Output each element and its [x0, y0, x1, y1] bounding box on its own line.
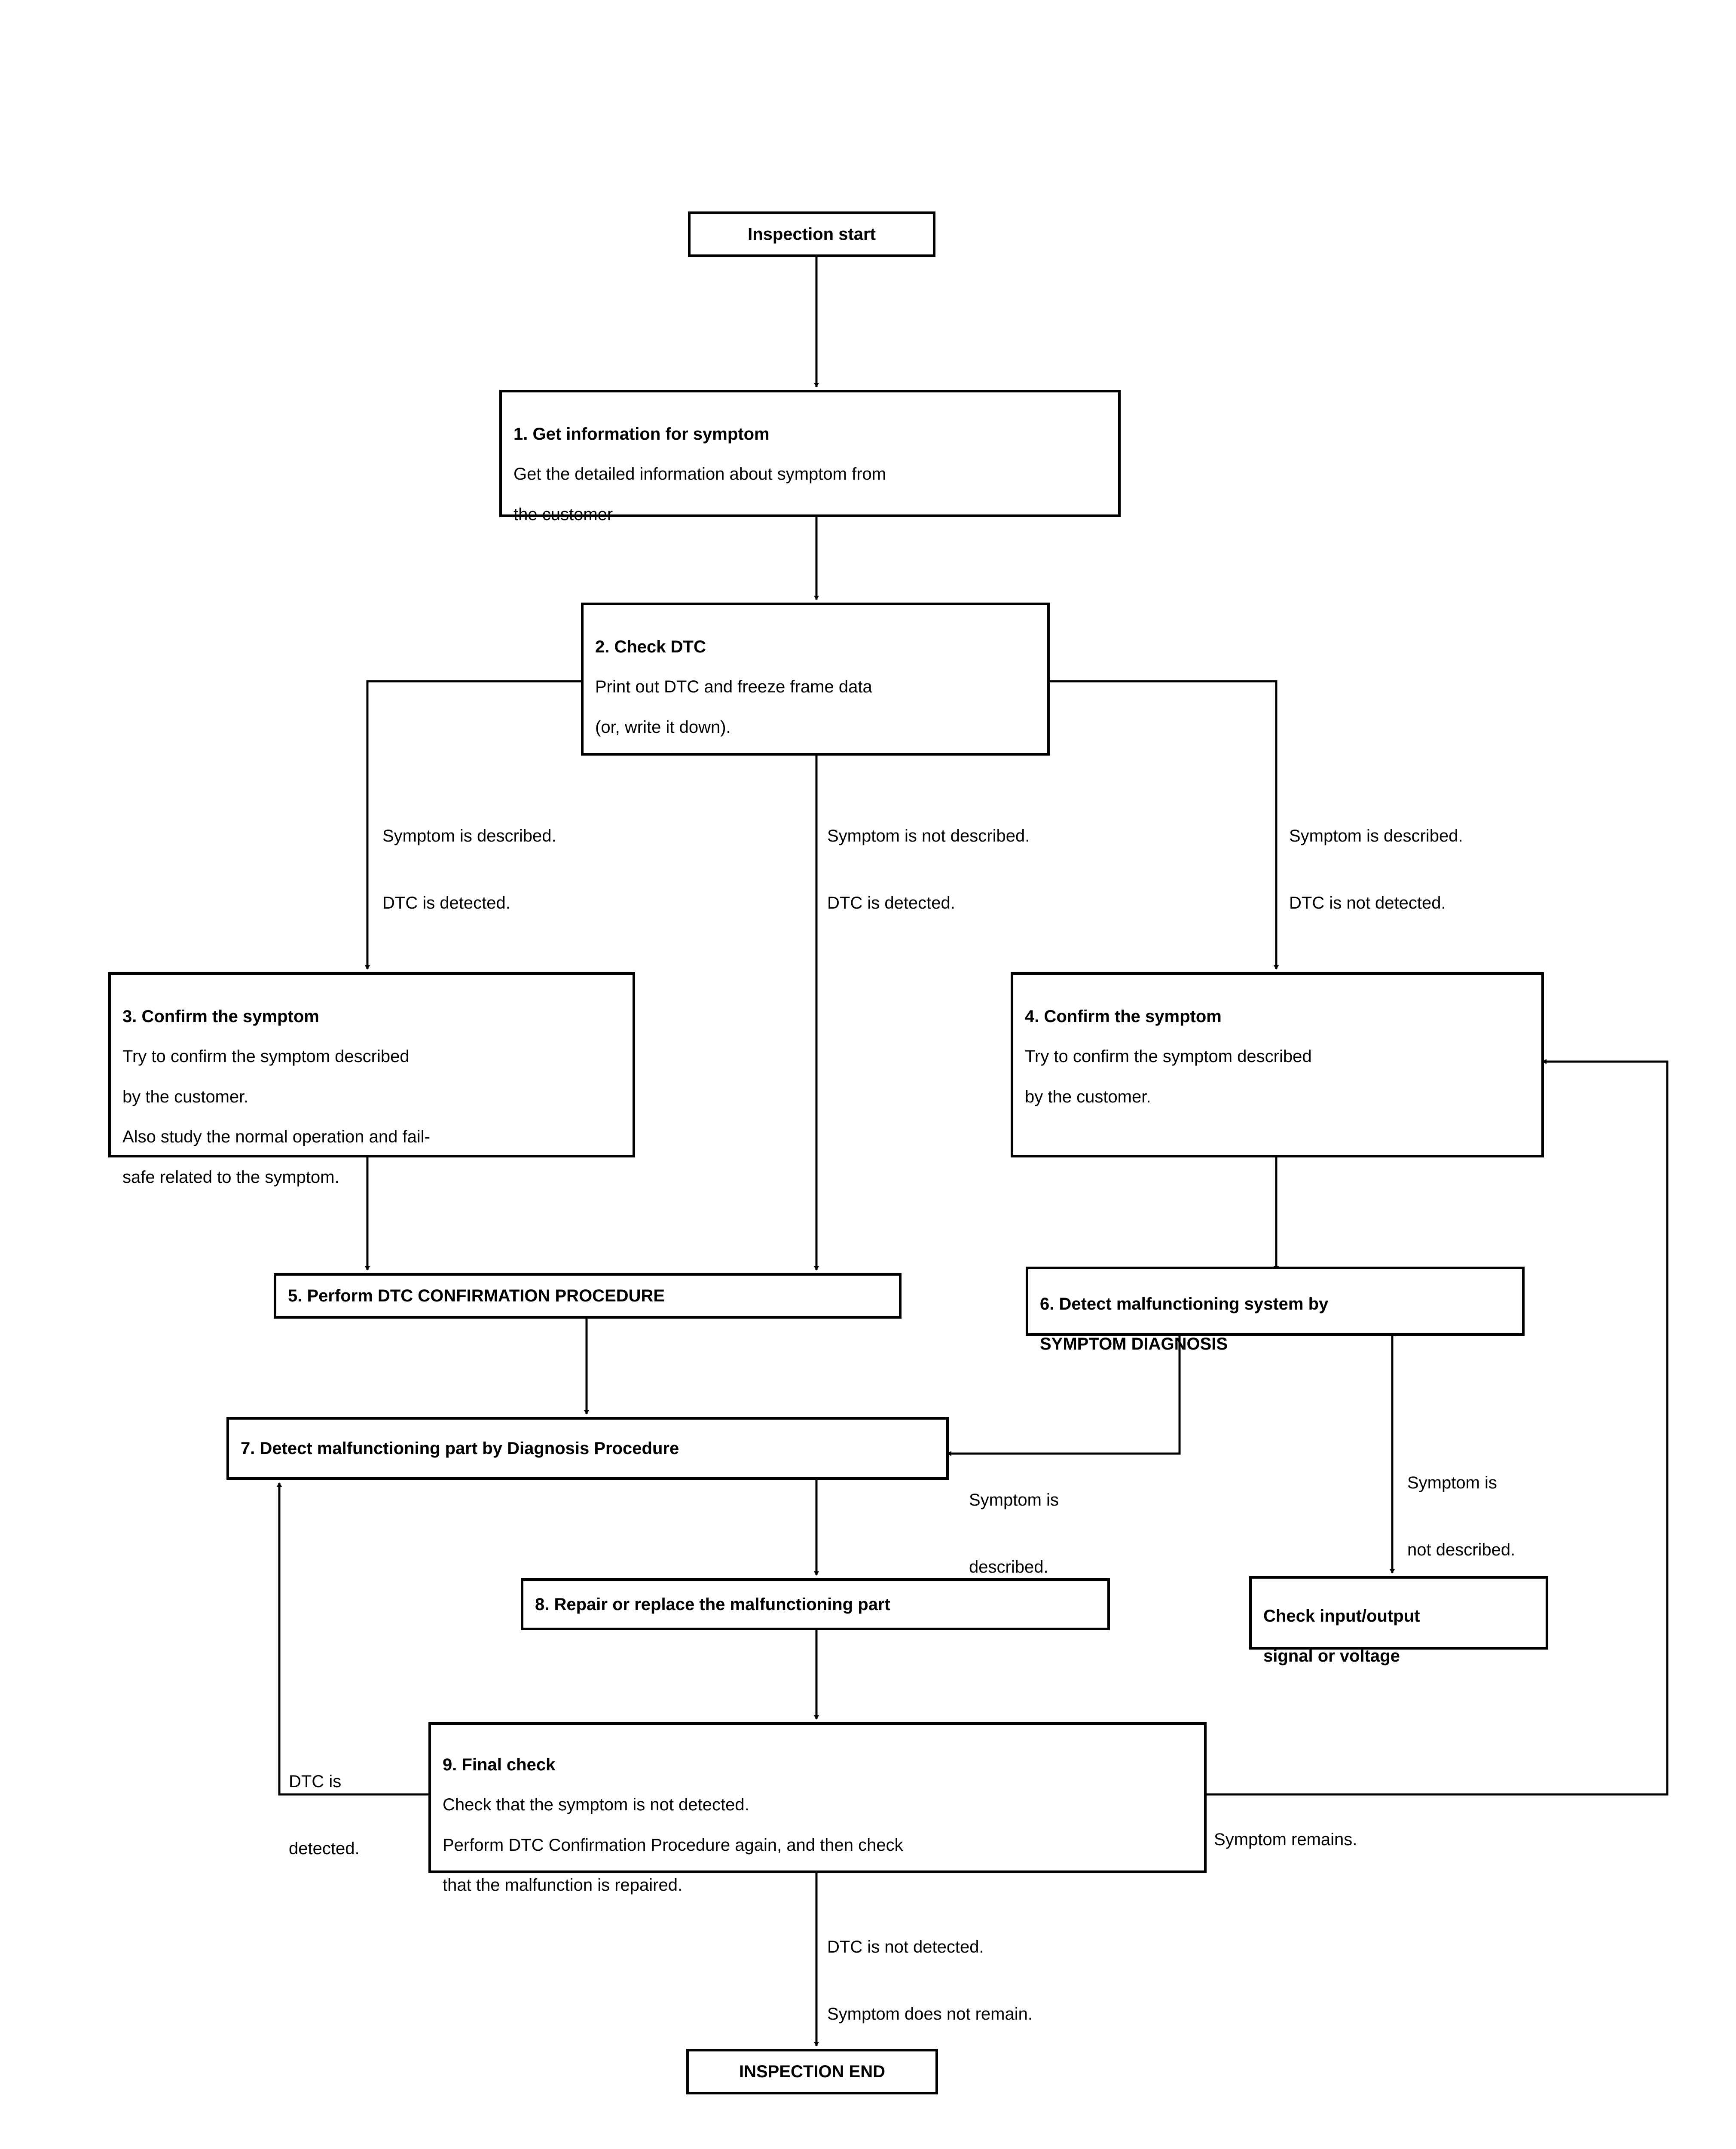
node-step3-line1: Try to confirm the symptom described — [122, 1047, 410, 1066]
edge-step2-to-step3 — [365, 680, 582, 970]
node-step3-title: 3. Confirm the symptom — [122, 1007, 319, 1026]
node-step3[interactable]: 3. Confirm the symptom Try to confirm th… — [110, 973, 634, 1187]
edge-label-branch-left-line2: DTC is detected. — [382, 894, 510, 912]
node-end-rect — [686, 2049, 938, 2094]
node-step8-rect — [521, 1578, 1110, 1630]
node-step8-label: 8. Repair or replace the malfunctioning … — [535, 1595, 890, 1614]
node-step4-line1: Try to confirm the symptom described — [1025, 1047, 1312, 1066]
node-step2-rect — [581, 603, 1050, 756]
node-step1-line1: Get the detailed information about sympt… — [513, 465, 886, 484]
node-step4-line2: by the customer. — [1025, 1087, 1151, 1106]
node-step1[interactable]: 1. Get information for symptom Get the d… — [501, 391, 1119, 524]
edge-step9-to-step4-loop — [1205, 1059, 1669, 1796]
node-step4-title: 4. Confirm the symptom — [1025, 1007, 1222, 1026]
node-check-io[interactable]: Check input/output signal or voltage — [1250, 1577, 1547, 1666]
node-step3-rect — [108, 972, 635, 1157]
node-step2-title: 2. Check DTC — [595, 637, 706, 656]
node-start-rect — [688, 211, 935, 257]
edge-label-branch-mid-line2: DTC is detected. — [827, 894, 955, 912]
edge-label-dtc-detected-line1: DTC is — [289, 1772, 342, 1791]
node-start-label: Inspection start — [748, 225, 876, 244]
edge-label-branch-left-line1: Symptom is described. — [382, 827, 556, 845]
node-step7-label: 7. Detect malfunctioning part by Diagnos… — [241, 1439, 679, 1458]
node-step2[interactable]: 2. Check DTC Print out DTC and freeze fr… — [582, 604, 1048, 754]
node-check-io-line2: signal or voltage — [1263, 1647, 1400, 1666]
node-step5-label: 5. Perform DTC CONFIRMATION PROCEDURE — [288, 1286, 665, 1305]
edge-label-final-ok-line2: Symptom does not remain. — [827, 2005, 1033, 2023]
node-step6-rect — [1026, 1267, 1525, 1336]
node-step5-rect — [274, 1273, 902, 1319]
edge-label-symptom-remains-line1: Symptom remains. — [1214, 1830, 1357, 1849]
edge-label-symptom-not-described-line1: Symptom is — [1407, 1473, 1497, 1492]
node-step6-line2: SYMPTOM DIAGNOSIS — [1040, 1335, 1228, 1354]
node-step1-title: 1. Get information for symptom — [513, 424, 770, 444]
edge-label-symptom-described-line2: described. — [969, 1558, 1048, 1577]
edge-label-branch-right-line2: DTC is not detected. — [1289, 894, 1446, 912]
node-step9-line1: Check that the symptom is not detected. — [443, 1795, 749, 1815]
node-step3-line4: safe related to the symptom. — [122, 1167, 339, 1187]
edge-label-symptom-remains: Symptom remains. — [1214, 1784, 1357, 1895]
edge-step9-to-step7-loop — [277, 1482, 430, 1796]
node-end-label: INSPECTION END — [739, 2062, 886, 2081]
edge-label-symptom-described-line1: Symptom is — [969, 1491, 1059, 1509]
edge-label-dtc-detected-line2: detected. — [289, 1839, 360, 1858]
node-step1-line2: the customer — [513, 505, 613, 524]
node-step9-line3: that the malfunction is repaired. — [443, 1876, 683, 1895]
edge-step2-to-step4 — [1048, 680, 1279, 970]
node-step2-line1: Print out DTC and freeze frame data — [595, 677, 872, 697]
node-step5[interactable]: 5. Perform DTC CONFIRMATION PROCEDURE — [275, 1274, 900, 1317]
edge-label-branch-left: Symptom is described. DTC is detected. — [382, 780, 556, 959]
edge-label-final-ok: DTC is not detected. Symptom does not re… — [827, 1891, 1033, 2070]
edge-step6-to-step7 — [947, 1335, 1181, 1456]
node-start[interactable]: Inspection start — [689, 213, 934, 256]
node-end[interactable]: INSPECTION END — [688, 2050, 937, 2093]
node-step3-line2: by the customer. — [122, 1087, 249, 1106]
node-step2-line2: (or, write it down). — [595, 717, 731, 737]
node-check-io-line1: Check input/output — [1263, 1606, 1420, 1626]
edge-label-branch-right-line1: Symptom is described. — [1289, 827, 1463, 845]
edge-label-symptom-described: Symptom is described. — [969, 1444, 1059, 1623]
edge-label-final-ok-line1: DTC is not detected. — [827, 1938, 984, 1956]
node-step8[interactable]: 8. Repair or replace the malfunctioning … — [522, 1580, 1109, 1629]
node-step9-rect — [428, 1722, 1207, 1873]
node-step7[interactable]: 7. Detect malfunctioning part by Diagnos… — [228, 1418, 947, 1479]
node-step9[interactable]: 9. Final check Check that the symptom is… — [430, 1723, 1205, 1895]
node-step6[interactable]: 6. Detect malfunctioning system by SYMPT… — [1027, 1268, 1523, 1354]
edge-label-dtc-detected: DTC is detected. — [289, 1726, 360, 1904]
node-step9-line2: Perform DTC Confirmation Procedure again… — [443, 1835, 903, 1855]
node-step1-rect — [499, 390, 1121, 517]
node-step7-rect — [226, 1417, 949, 1480]
edge-label-branch-right: Symptom is described. DTC is not detecte… — [1289, 780, 1463, 959]
node-step3-line3: Also study the normal operation and fail… — [122, 1127, 430, 1147]
node-check-io-rect — [1249, 1576, 1548, 1650]
edge-label-symptom-not-described-line2: not described. — [1407, 1540, 1516, 1559]
node-step6-line1: 6. Detect malfunctioning system by — [1040, 1294, 1329, 1313]
edge-label-branch-mid-line1: Symptom is not described. — [827, 827, 1030, 845]
node-step9-title: 9. Final check — [443, 1755, 556, 1774]
edge-label-branch-mid: Symptom is not described. DTC is detecte… — [827, 780, 1030, 959]
node-step4[interactable]: 4. Confirm the symptom Try to confirm th… — [1012, 973, 1543, 1156]
edge-label-symptom-not-described: Symptom is not described. — [1407, 1427, 1515, 1606]
node-step4-rect — [1011, 972, 1544, 1157]
